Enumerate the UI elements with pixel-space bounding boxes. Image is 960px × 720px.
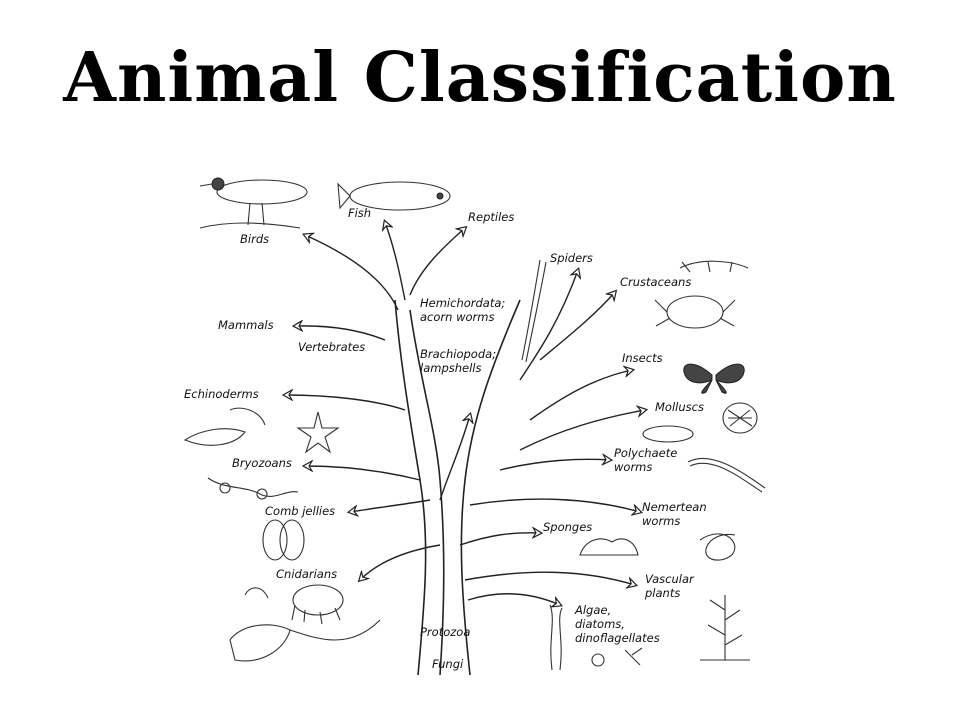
label-crustaceans: Crustaceans (620, 275, 691, 289)
label-comb-jellies: Comb jellies (265, 504, 335, 518)
label-vascular-line1: Vascular (645, 572, 695, 586)
shrimp-illustration (679, 260, 749, 273)
label-mammals: Mammals (218, 318, 274, 332)
sea-cucumber-illustration (183, 407, 266, 446)
label-protozoa: Protozoa (420, 625, 470, 639)
label-fish: Fish (348, 206, 371, 220)
label-nemertean-line2: worms (642, 514, 680, 528)
tree-trunk (394, 299, 521, 676)
branch-insects (529, 370, 632, 421)
branch-sponges (459, 533, 540, 546)
label-brachiopoda-line1: Brachiopoda; (420, 347, 496, 361)
label-echinoderms: Echinoderms (184, 387, 259, 401)
label-reptiles: Reptiles (468, 210, 514, 224)
bird-illustration (199, 177, 308, 229)
branch-echinoderms (285, 395, 406, 411)
label-molluscs: Molluscs (655, 400, 704, 414)
starfish-illustration (296, 411, 340, 454)
cnidarian-illustration (244, 584, 344, 625)
branch-bryozoans (305, 466, 421, 481)
branch-cnidarians (360, 544, 441, 580)
jellyfish-illustration (229, 619, 381, 662)
label-hemichordata-line2: acorn worms (420, 310, 494, 324)
branch-comb-jellies (350, 499, 431, 512)
label-nemertean-line1: Nemertean (642, 500, 707, 514)
branch-polychaete (499, 459, 610, 471)
vascular-plant-illustration (700, 595, 750, 661)
label-birds: Birds (240, 232, 269, 246)
hemichordate-illustration (521, 259, 547, 363)
label-vascular-line2: plants (644, 586, 680, 600)
label-bryozoans: Bryozoans (232, 456, 292, 470)
shell-illustration (642, 402, 758, 443)
bryozoan-illustration (207, 477, 299, 500)
label-algae-line2: diatoms, (575, 617, 625, 631)
branch-crustaceans (539, 292, 615, 361)
label-brachiopoda-line2: lampshells (420, 361, 481, 375)
label-sponges: Sponges (543, 520, 592, 534)
fish-illustration (337, 181, 451, 211)
label-polychaete-line1: Polychaete (614, 446, 677, 460)
tree-trunk-center (409, 309, 445, 676)
branch-molluscs (519, 410, 645, 451)
label-spiders: Spiders (550, 251, 593, 265)
label-vertebrates: Vertebrates (298, 340, 365, 354)
label-polychaete-line2: worms (614, 460, 652, 474)
label-fungi: Fungi (432, 657, 464, 671)
branch-fish (385, 222, 406, 301)
sponge-illustration (579, 538, 639, 556)
branch-reptiles (409, 228, 465, 296)
label-insects: Insects (622, 351, 663, 365)
nemertean-illustration (699, 533, 736, 561)
label-hemichordata-line1: Hemichordata; (420, 296, 505, 310)
label-algae-line1: Algae, (574, 603, 611, 617)
algae-illustration (549, 604, 643, 671)
label-algae-line3: dinoflagellates (575, 631, 660, 645)
branch-spiders (519, 270, 578, 381)
branch-brachiopoda (439, 415, 470, 501)
comb-jelly-illustration (262, 519, 305, 561)
butterfly-illustration (683, 363, 745, 394)
branch-vascular (464, 571, 635, 585)
branch-mammals (295, 326, 386, 341)
branch-algae (467, 592, 560, 605)
label-cnidarians: Cnidarians (276, 567, 337, 581)
branch-nemertean (469, 498, 640, 512)
crab-illustration (654, 295, 736, 329)
slide-title: Animal Classification (63, 38, 897, 118)
polychaete-illustration (687, 457, 766, 493)
branch-birds (305, 235, 399, 311)
